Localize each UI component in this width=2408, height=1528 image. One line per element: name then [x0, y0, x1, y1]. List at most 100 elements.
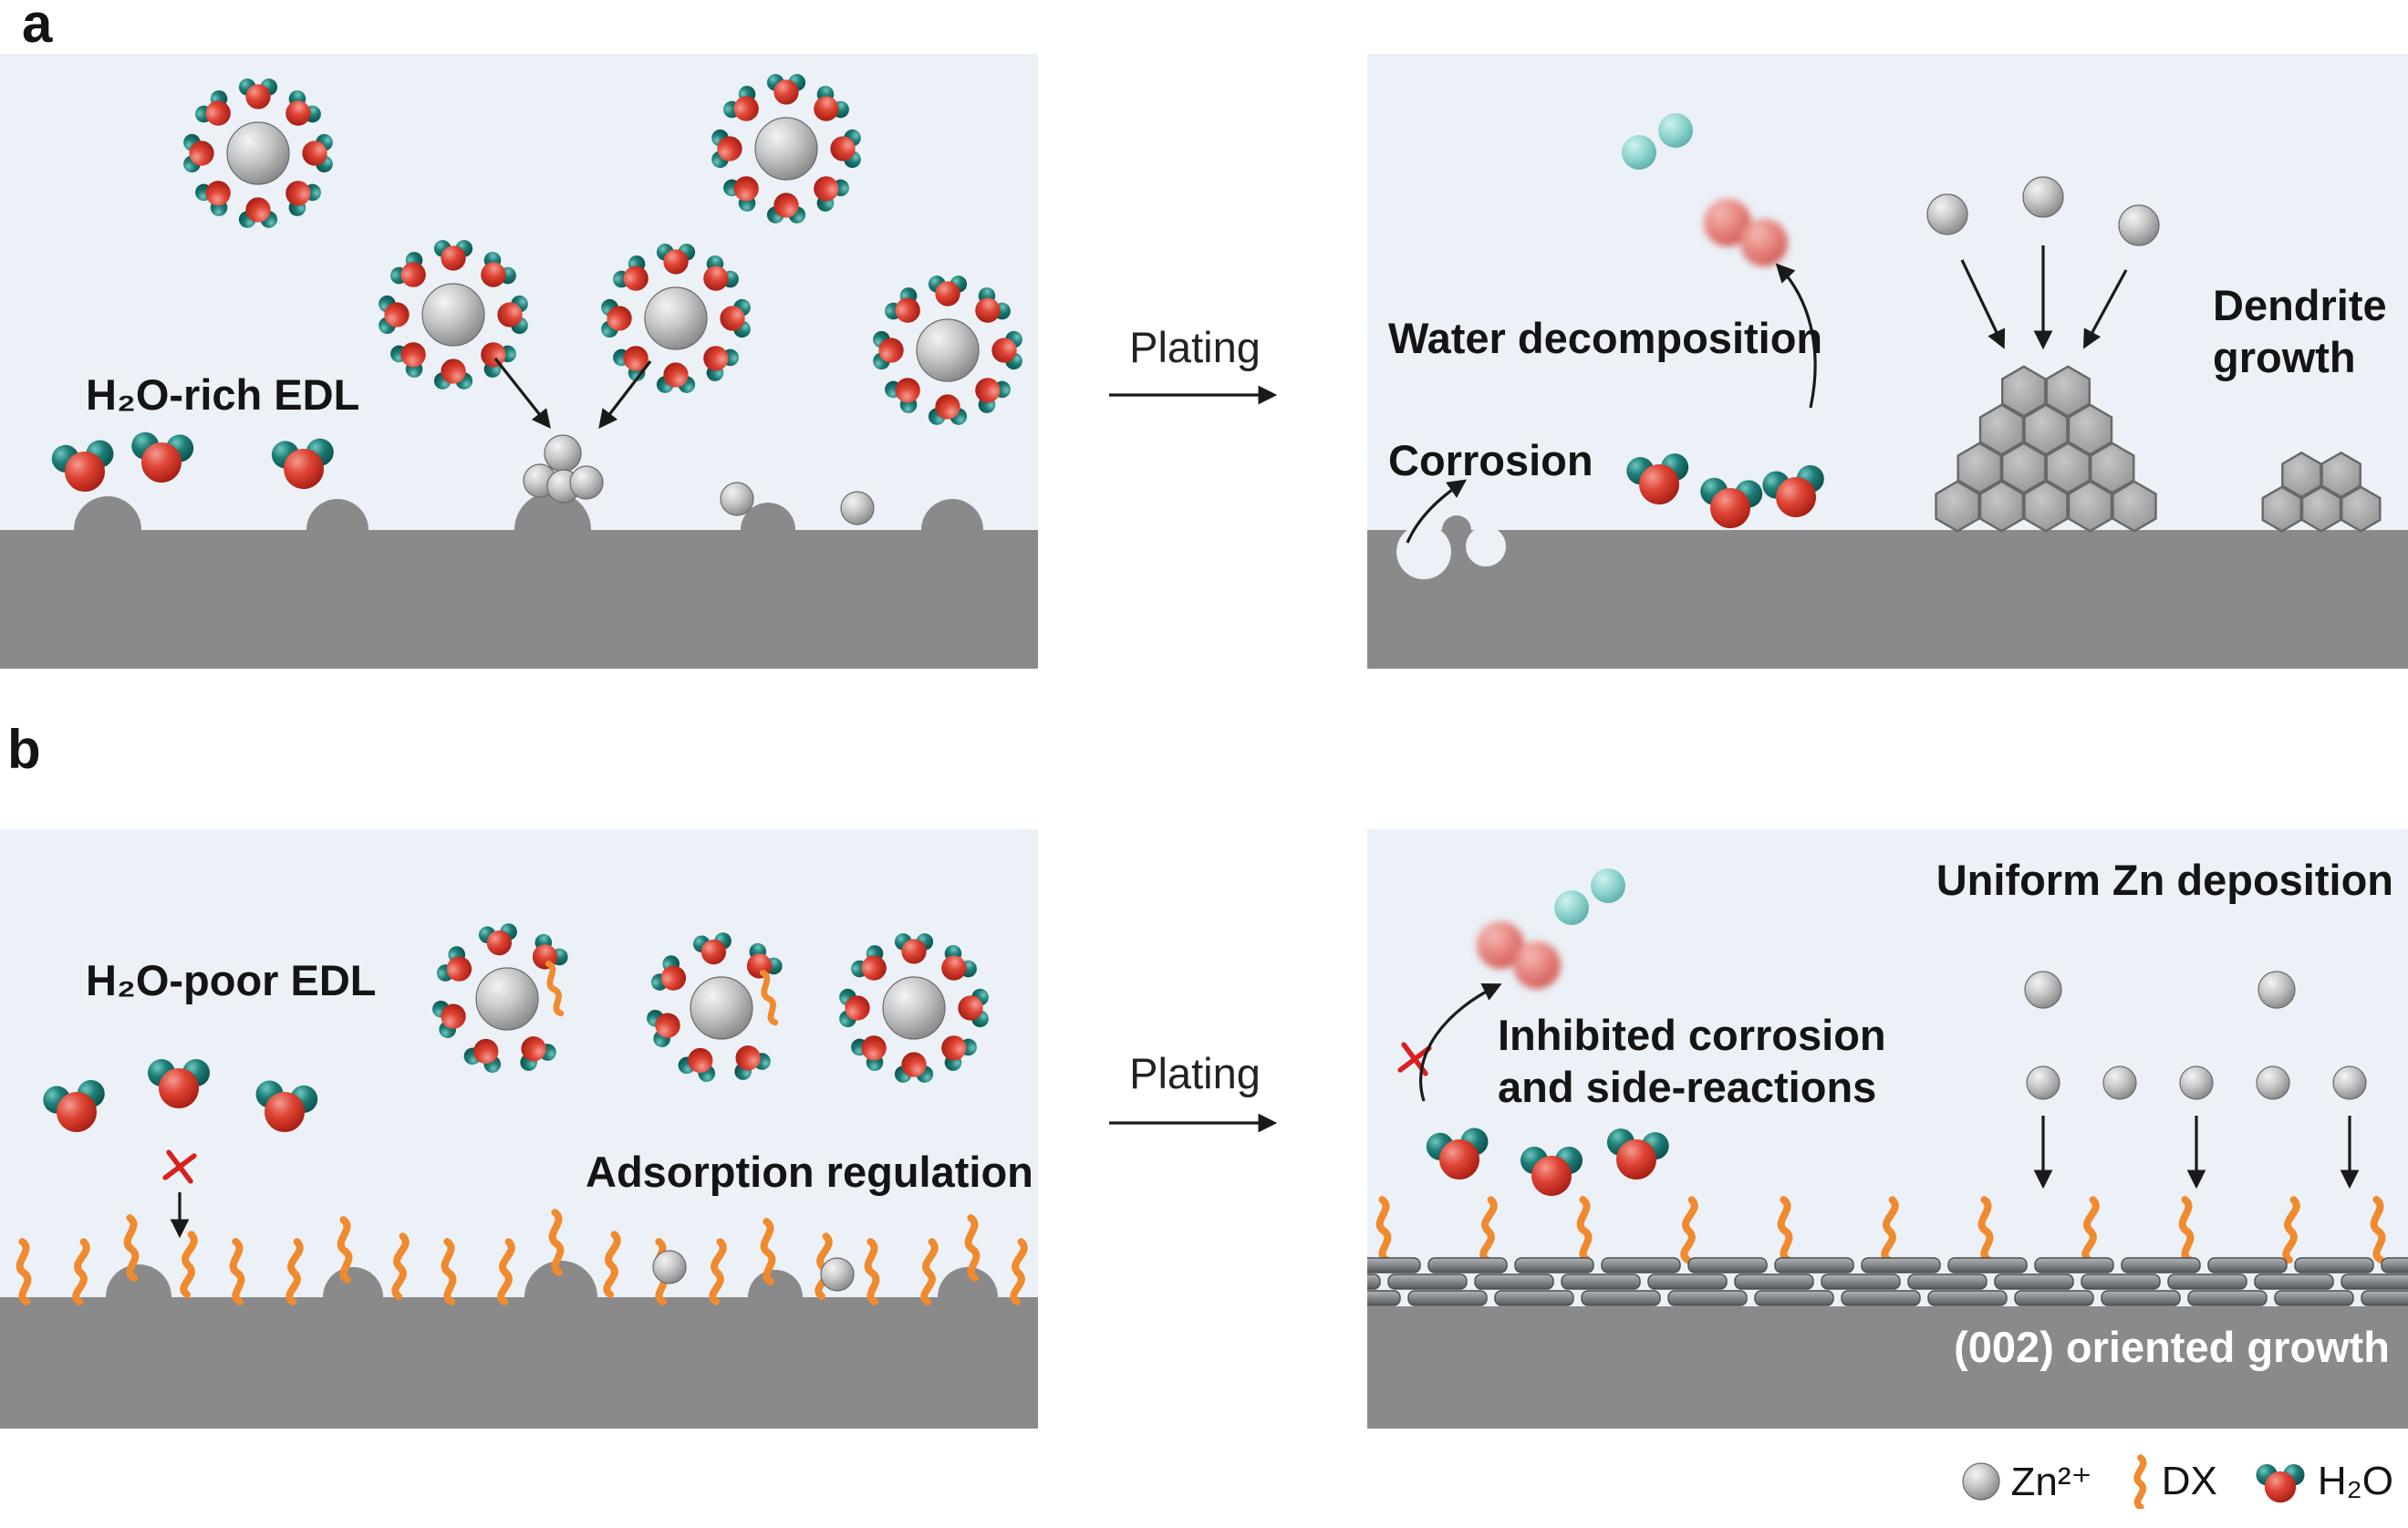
water-molecule — [1521, 1147, 1583, 1196]
water-molecule — [766, 74, 806, 105]
water-molecule — [941, 945, 977, 981]
water-molecule — [601, 298, 632, 338]
water-molecule — [656, 362, 696, 393]
water-molecule — [746, 942, 783, 979]
water-molecule — [656, 244, 696, 275]
inhibited-corrosion-label: Inhibited corrosion and side-reactions — [1498, 1011, 1886, 1111]
plating-label-b: Plating — [1129, 1049, 1261, 1097]
water-molecule — [928, 275, 968, 307]
water-molecule — [183, 133, 214, 173]
water-molecule — [975, 287, 1011, 323]
water-molecule — [885, 378, 920, 413]
zn-platelet-layers — [1367, 1257, 2408, 1306]
zn-ion-icon — [1961, 1462, 2000, 1501]
zn-ion-core — [421, 283, 485, 347]
dx-molecule — [2178, 1196, 2195, 1263]
water-molecule — [520, 1036, 556, 1071]
solvated-zn-ion — [183, 78, 333, 228]
panel-b-right — [1367, 829, 2408, 1429]
water-molecule — [839, 988, 870, 1028]
zn-ion-core — [882, 976, 946, 1040]
water-molecule — [975, 378, 1011, 413]
zn-ion — [2332, 1065, 2367, 1100]
panel-b-label: b — [7, 719, 41, 780]
dx-molecule — [72, 1238, 90, 1306]
water-molecule — [532, 933, 568, 970]
arrow — [493, 358, 551, 429]
dx-molecule — [16, 1238, 32, 1305]
water-molecule — [432, 1000, 466, 1038]
o2-gas-bubbles — [1704, 199, 1788, 266]
water-molecule — [271, 438, 334, 489]
panel-a-left-scene — [0, 74, 1038, 669]
water-molecule — [481, 342, 516, 378]
corrosion-pit — [1466, 526, 1506, 567]
uniform-zn-deposition-label: Uniform Zn deposition — [1936, 856, 2393, 904]
h2-gas-bubbles — [1554, 868, 1625, 925]
water-molecule — [238, 197, 278, 228]
water-molecule — [766, 192, 806, 223]
dx-molecule — [1680, 1196, 1698, 1264]
dx-molecule — [920, 1238, 939, 1306]
water-molecule — [873, 330, 904, 370]
zn-ion — [2179, 1065, 2214, 1100]
solvated-zn-ion — [379, 240, 528, 390]
water-molecule — [379, 295, 410, 335]
water-molecule — [958, 988, 989, 1028]
legend-item-zn: Zn²⁺ — [1960, 1459, 2092, 1505]
water-molecule — [678, 1047, 716, 1082]
water-molecule — [390, 252, 426, 287]
electrode — [0, 492, 1038, 669]
corrosion-label: Corrosion — [1388, 436, 1593, 484]
water-molecule — [131, 431, 194, 483]
water-molecule — [481, 252, 516, 287]
solvated-zn-ion — [711, 74, 861, 223]
water-molecule — [238, 78, 278, 109]
zn-deposit — [652, 1250, 687, 1284]
plating-label-a: Plating — [1129, 323, 1261, 371]
water-molecule — [433, 240, 473, 271]
electrode — [1367, 1306, 2408, 1429]
dx-molecule — [2282, 1196, 2300, 1264]
h2o-poor-edl-label: H₂O-poor EDL — [86, 956, 377, 1004]
zn-ion-core — [475, 967, 539, 1031]
dx-molecule — [123, 1214, 140, 1282]
water-molecule — [255, 1080, 318, 1132]
water-molecule — [613, 346, 649, 381]
electrode — [1367, 515, 2408, 669]
zn-ion-core — [754, 117, 818, 181]
dx-molecule — [545, 960, 565, 1017]
zn-ion — [2258, 971, 2296, 1009]
water-molecule — [851, 1035, 887, 1071]
dx-molecule — [497, 1238, 515, 1306]
zn-ion — [2256, 1065, 2290, 1100]
dx-molecule — [285, 1238, 304, 1306]
legend-item-dx: DX — [2127, 1454, 2217, 1509]
water-molecule — [433, 359, 473, 390]
h2-gas-bubbles — [1622, 113, 1693, 170]
solvated-zn-ion — [601, 244, 751, 393]
dendrite-cluster — [1935, 365, 2157, 533]
water-molecule — [43, 1079, 105, 1132]
panel-a-right — [1367, 54, 2408, 669]
dx-molecule — [337, 1216, 353, 1284]
solvated-zn-ion — [839, 933, 989, 1083]
dx-molecule — [1576, 1196, 1593, 1263]
dx-molecule — [1479, 1196, 1498, 1264]
zn-deposit — [544, 434, 582, 473]
dx-molecule — [1881, 1196, 1899, 1264]
legend-zn-label: Zn²⁺ — [2010, 1459, 2092, 1504]
water-molecule — [814, 176, 849, 212]
water-molecule — [148, 1059, 210, 1108]
zn-ion-core — [226, 121, 290, 185]
water-molecule — [478, 923, 517, 956]
water-molecule — [647, 1009, 680, 1047]
water-molecule — [285, 90, 321, 126]
water-molecule — [830, 129, 861, 169]
dx-molecule — [2081, 1196, 2100, 1264]
water-molecule — [613, 255, 649, 291]
electrode — [0, 1261, 1038, 1429]
water-molecule — [692, 932, 732, 965]
dx-molecule — [603, 1231, 621, 1299]
